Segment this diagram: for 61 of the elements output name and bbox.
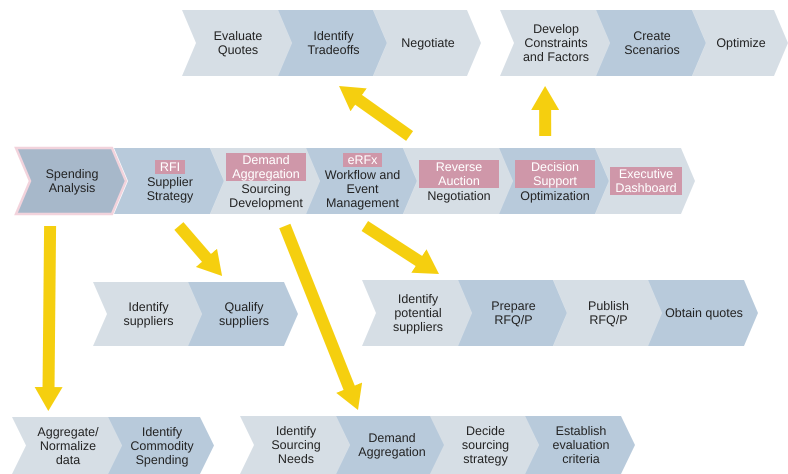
chevron-step bbox=[525, 416, 635, 474]
chevron-step bbox=[499, 148, 609, 214]
tool-tag: Executive Dashboard bbox=[610, 166, 682, 194]
chevron-step bbox=[210, 148, 320, 214]
step-label: Optimize bbox=[716, 36, 766, 50]
tool-tag: Decision Support bbox=[515, 160, 595, 188]
step-label: Identify Tradeoffs bbox=[306, 29, 361, 57]
chevron-step bbox=[500, 10, 610, 76]
arrow bbox=[531, 86, 560, 136]
step-label: Create Scenarios bbox=[623, 29, 681, 57]
chevron-step bbox=[692, 10, 788, 76]
tool-tag: Reverse Auction bbox=[419, 160, 499, 188]
step-label: Qualify suppliers bbox=[218, 300, 270, 328]
chevron-step bbox=[182, 10, 292, 76]
step-label: Develop Constraints and Factors bbox=[522, 22, 590, 64]
chevron-step bbox=[403, 148, 513, 214]
step-label: Demand Aggregation bbox=[357, 431, 427, 459]
step-label: Obtain quotes bbox=[665, 306, 743, 320]
step-label: Identify suppliers bbox=[122, 300, 175, 328]
arrow bbox=[174, 222, 222, 276]
chevron-step bbox=[373, 10, 481, 76]
chevron-step bbox=[595, 148, 695, 214]
tool-tag: RFI bbox=[154, 160, 186, 174]
step-label: Prepare RFQ/P bbox=[490, 299, 537, 327]
step-label: Identify Sourcing Needs bbox=[270, 424, 322, 466]
step-label: Optimization bbox=[520, 188, 590, 202]
chevron-step bbox=[336, 416, 446, 474]
step-label: Publish RFQ/P bbox=[587, 299, 630, 327]
step-label: Spending Analysis bbox=[44, 167, 100, 195]
tool-tag: eRFx bbox=[342, 152, 382, 166]
chevron-step bbox=[12, 417, 122, 474]
step-label: Aggregate/ Normalize data bbox=[36, 424, 100, 466]
tool-tag: Demand Aggregation bbox=[226, 152, 306, 180]
chevron-step bbox=[188, 282, 298, 346]
chevron-step bbox=[16, 148, 126, 214]
step-label: Establish evaluation criteria bbox=[552, 424, 610, 466]
chevron-step bbox=[458, 280, 567, 346]
step-label: Sourcing Development bbox=[228, 182, 304, 210]
step-label: Supplier Strategy bbox=[146, 174, 194, 202]
arrow bbox=[362, 220, 439, 274]
chevron-step bbox=[553, 280, 662, 346]
step-label: Negotiate bbox=[401, 36, 455, 50]
step-label: Workflow and Event Management bbox=[324, 168, 402, 210]
step-label: Negotiation bbox=[427, 188, 491, 202]
chevron-step bbox=[430, 416, 539, 474]
chevron-step bbox=[596, 10, 706, 76]
chevron-step bbox=[240, 416, 350, 474]
step-label: Identify potential suppliers bbox=[392, 292, 444, 334]
arrow bbox=[339, 86, 414, 141]
arrow bbox=[34, 226, 63, 411]
chevron-step bbox=[93, 282, 202, 346]
step-label: Decide sourcing strategy bbox=[460, 424, 510, 466]
chevron-step bbox=[648, 280, 758, 346]
chevron-step bbox=[306, 148, 417, 214]
arrow bbox=[279, 224, 362, 410]
chevron-step bbox=[362, 280, 472, 346]
step-label: Identify Commodity Spending bbox=[129, 424, 195, 466]
chevron-step bbox=[114, 148, 224, 214]
chevron-step bbox=[278, 10, 387, 76]
step-label: Evaluate Quotes bbox=[212, 29, 264, 57]
chevron-step bbox=[108, 417, 214, 474]
